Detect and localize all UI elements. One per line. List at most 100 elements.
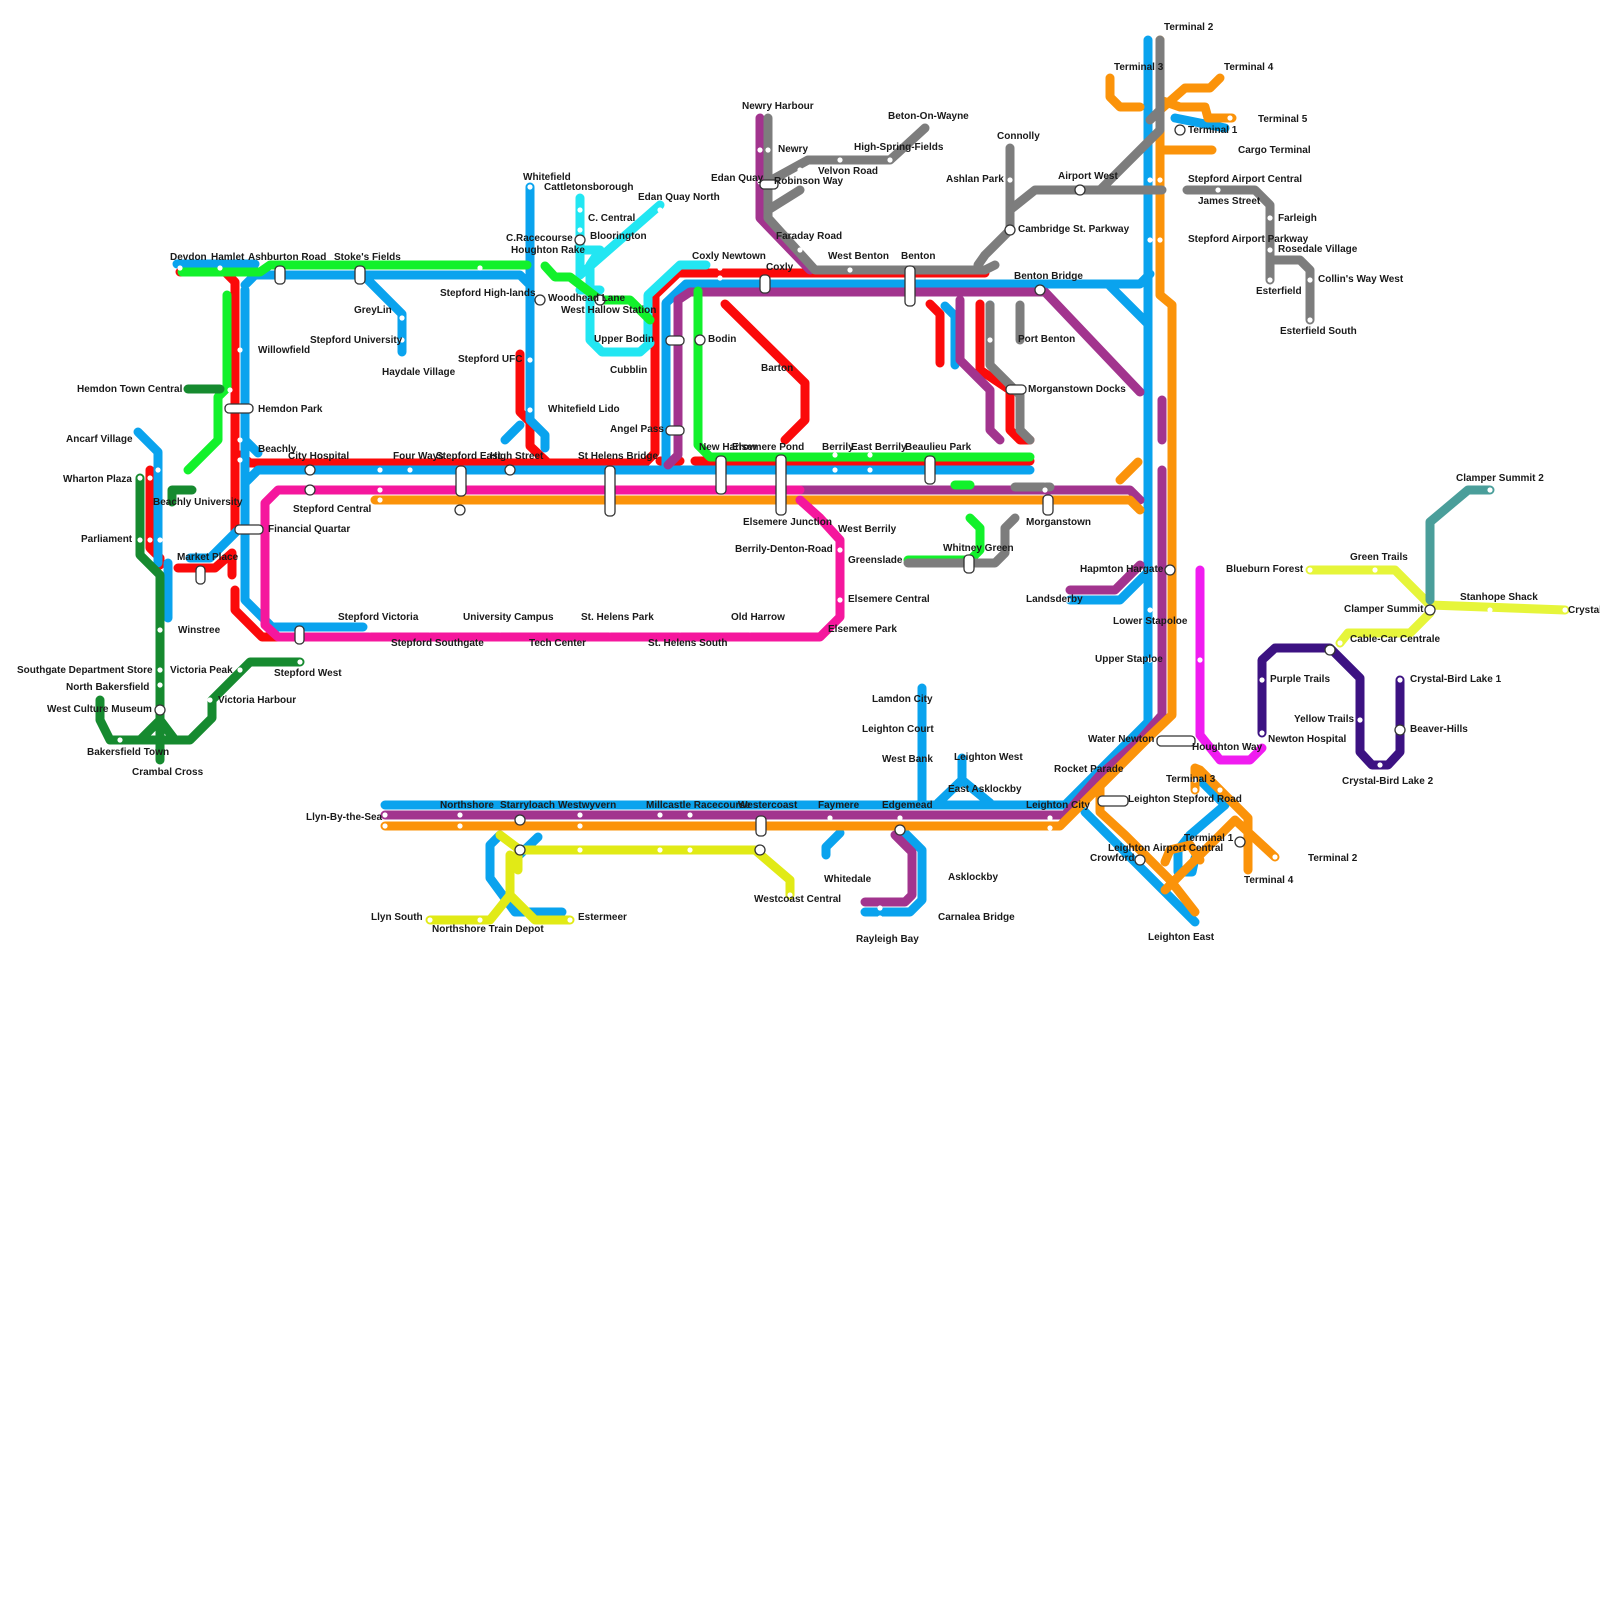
interchange-capsule bbox=[275, 266, 285, 284]
station-stop-dot bbox=[1487, 607, 1492, 612]
station-stop-dot bbox=[577, 812, 582, 817]
station-label: Elsemere Park bbox=[828, 624, 897, 635]
station-stop-dot bbox=[827, 815, 832, 820]
station-label: Asklockby bbox=[948, 872, 998, 883]
station-label: Northshore bbox=[440, 800, 494, 811]
interchange-capsule bbox=[776, 455, 786, 515]
station-stop-dot bbox=[427, 917, 432, 922]
station-stop-dot bbox=[837, 547, 842, 552]
station-stop-dot bbox=[527, 407, 532, 412]
station-label: Green Trails bbox=[1350, 552, 1408, 563]
station-label: St. Helens Park bbox=[581, 612, 654, 623]
station-label: Westcoast Central bbox=[754, 894, 841, 905]
station-stop-dot bbox=[137, 475, 142, 480]
route-line-blue bbox=[945, 306, 955, 365]
route-line-orange bbox=[1160, 100, 1232, 118]
station-label: C.Racecourse bbox=[506, 233, 573, 244]
interchange-capsule bbox=[456, 466, 466, 496]
station-label: Berrily bbox=[822, 442, 854, 453]
station-label: Whitefield Lido bbox=[548, 404, 620, 415]
station-stop-dot bbox=[567, 917, 572, 922]
station-stop-dot bbox=[1007, 177, 1012, 182]
station-stop-dot bbox=[797, 247, 802, 252]
interchange-capsule bbox=[225, 404, 253, 413]
station-label: Tech Center bbox=[529, 638, 586, 649]
station-label: Faymere bbox=[818, 800, 860, 811]
station-stop-dot bbox=[657, 207, 662, 212]
station-stop-dot bbox=[157, 537, 162, 542]
station-label: Woodhead Lane bbox=[548, 293, 625, 304]
station-stop-dot bbox=[1487, 487, 1492, 492]
station-stop-dot bbox=[527, 357, 532, 362]
station-stop-dot bbox=[897, 815, 902, 820]
station-stop-dot bbox=[1127, 767, 1132, 772]
interchange-capsule bbox=[760, 275, 770, 293]
station-label: James Street bbox=[1198, 196, 1261, 207]
station-stop-dot bbox=[1397, 677, 1402, 682]
station-stop-dot bbox=[547, 627, 552, 632]
station-label: East Berrily bbox=[851, 442, 907, 453]
station-label: Ashburton Road bbox=[248, 252, 326, 263]
station-stop-dot bbox=[527, 184, 532, 189]
station-stop-dot bbox=[1147, 177, 1152, 182]
station-label: City Hospital bbox=[288, 451, 349, 462]
station-stop-dot bbox=[1357, 717, 1362, 722]
station-stop-dot bbox=[997, 337, 1002, 342]
interchange-marker bbox=[305, 485, 315, 495]
station-label: Lamdon City bbox=[872, 694, 933, 705]
station-label: Estermeer bbox=[578, 912, 627, 923]
station-stop-dot bbox=[837, 597, 842, 602]
station-stop-dot bbox=[1192, 787, 1197, 792]
station-stop-dot bbox=[399, 315, 404, 320]
station-label: Edgemead bbox=[882, 800, 933, 811]
station-stop-dot bbox=[677, 627, 682, 632]
station-label: East Asklockby bbox=[948, 784, 1022, 795]
station-label: Cable-Car Centrale bbox=[1350, 634, 1440, 645]
station-stop-dot bbox=[477, 265, 482, 270]
station-label: Financial Quartar bbox=[268, 524, 350, 535]
station-label: Faraday Road bbox=[776, 231, 842, 242]
route-line-magenta bbox=[1200, 570, 1262, 760]
station-stop-dot bbox=[157, 682, 162, 687]
station-stop-dot bbox=[1127, 75, 1132, 80]
interchange-marker bbox=[305, 465, 315, 475]
station-stop-dot bbox=[1042, 487, 1047, 492]
station-label: Cattletonsborough bbox=[544, 182, 633, 193]
station-stop-dot bbox=[377, 497, 382, 502]
station-label: Upper Staploe bbox=[1095, 654, 1163, 665]
station-stop-dot bbox=[937, 787, 942, 792]
interchange-capsule bbox=[925, 456, 935, 484]
station-stop-dot bbox=[832, 507, 837, 512]
station-stop-dot bbox=[177, 265, 182, 270]
station-label: Benton bbox=[901, 251, 935, 262]
station-stop-dot bbox=[1259, 677, 1264, 682]
station-stop-dot bbox=[1237, 75, 1242, 80]
interchange-marker bbox=[515, 815, 525, 825]
station-stop-dot bbox=[807, 369, 812, 374]
station-label: Water Newton bbox=[1088, 734, 1154, 745]
station-stop-dot bbox=[157, 667, 162, 672]
station-label: Collin's Way West bbox=[1318, 274, 1404, 285]
station-stop-dot bbox=[1157, 177, 1162, 182]
station-label: Beachly University bbox=[153, 497, 243, 508]
station-stop-dot bbox=[1197, 657, 1202, 662]
station-label: Devdon bbox=[170, 252, 207, 263]
station-label: Hapmton Hargate bbox=[1080, 564, 1164, 575]
station-label: West Bank bbox=[882, 754, 933, 765]
interchange-marker bbox=[1325, 645, 1335, 655]
station-stop-dot bbox=[937, 757, 942, 762]
station-stop-dot bbox=[1377, 762, 1382, 767]
route-line-green bbox=[188, 295, 227, 470]
station-label: Terminal 1 bbox=[1188, 125, 1238, 136]
interchange-capsule bbox=[964, 555, 974, 573]
route-line-blue bbox=[245, 470, 1030, 483]
route-line-grey bbox=[978, 180, 1010, 265]
station-label: Houghton Rake bbox=[511, 245, 585, 256]
station-stop-dot bbox=[937, 697, 942, 702]
station-label: Carnalea Bridge bbox=[938, 912, 1015, 923]
station-stop-dot bbox=[1259, 730, 1264, 735]
station-stop-dot bbox=[577, 227, 582, 232]
station-label: Stepford West bbox=[274, 668, 342, 679]
station-stop-dot bbox=[237, 667, 242, 672]
station-stop-dot bbox=[1157, 237, 1162, 242]
